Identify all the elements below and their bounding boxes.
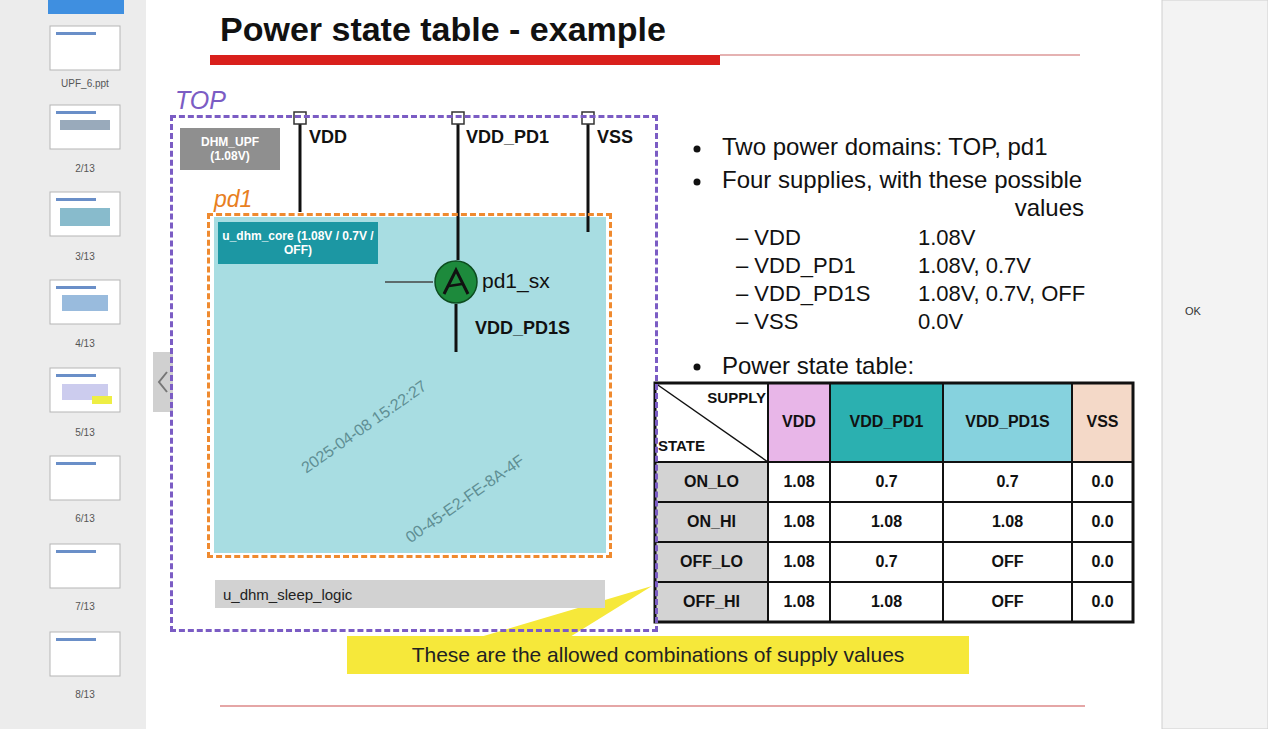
table-cell: OFF (943, 582, 1072, 622)
table-header: VDD_PD1 (830, 383, 943, 462)
table-cell: 1.08 (830, 582, 943, 622)
table-cell: 0.7 (830, 462, 943, 502)
table-cell: OFF_HI (655, 582, 768, 622)
node-heading: pd1 (214, 187, 252, 212)
title-rule (720, 54, 1080, 56)
watermark: 2025-04-08 15:22:27 (298, 377, 430, 477)
instance-box: u_dhm_core (1.08V / 0.7V / OFF) (218, 222, 378, 264)
table-cell: 1.08 (768, 542, 830, 582)
supply-name: VDD_PD1S (475, 318, 570, 339)
pin-name: VDD (309, 127, 347, 148)
table-header: VDD (768, 383, 830, 462)
slide-number: UPF_6.ppt (40, 78, 130, 92)
node-text: u_dhm_sleep_logic (223, 586, 352, 603)
callout-box: These are the allowed combinations of su… (347, 636, 969, 674)
bullet-text: Four supplies, with these possible value… (722, 166, 1084, 221)
chat-panel (1162, 0, 1268, 729)
bullet-text: Power state table: (722, 352, 914, 380)
thumbnail-panel (0, 0, 146, 729)
chat-message: OK (1185, 305, 1201, 318)
table-cell: 1.08 (943, 502, 1072, 542)
table-cell: 1.08 (768, 582, 830, 622)
watermark: 00-45-E2-FE-8A-4F (402, 451, 528, 547)
slide-title: Power state table - example (220, 10, 666, 49)
prev-chevron (159, 372, 167, 392)
switch-symbol (434, 260, 478, 304)
supply-value: 1.08V, 0.7V (918, 253, 1031, 278)
bullet-text: Two power domains: TOP, pd1 (722, 133, 1048, 161)
supply-item: – VDD_PD1 (736, 253, 856, 278)
node-text: These are the allowed combinations of su… (412, 643, 905, 667)
bullets (694, 146, 701, 371)
table-cell: OFF_LO (655, 542, 768, 582)
table-cell: ON_LO (655, 462, 768, 502)
upload-button (48, 0, 124, 14)
table-cell: 1.08 (830, 502, 943, 542)
slide-number: 7/13 (40, 601, 130, 615)
supply-ports (294, 112, 594, 124)
table-cell: 0.0 (1072, 542, 1133, 582)
table-cells (655, 383, 1133, 622)
node-text: DHM_UPF (1.08V) (184, 135, 276, 163)
pin-name: VSS (597, 127, 633, 148)
slide-number: 5/13 (40, 427, 130, 441)
slide-background (146, 0, 1162, 729)
supply-value: 0.0V (918, 309, 963, 334)
slide-number: 4/13 (40, 338, 130, 352)
table-cell: 0.7 (943, 462, 1072, 502)
node-heading: TOP (175, 87, 226, 115)
upf-tag: DHM_UPF (1.08V) (180, 128, 280, 170)
control-wire (385, 281, 433, 283)
table-cell: 1.08 (768, 502, 830, 542)
footer-rule (220, 705, 1085, 707)
node-text: u_dhm_core (1.08V / 0.7V / OFF) (222, 229, 374, 257)
table-header: VDD_PD1S (943, 383, 1072, 462)
table-cell: ON_HI (655, 502, 768, 542)
instance-box: u_dhm_sleep_logic (215, 580, 605, 608)
supply-item: – VDD_PD1S (736, 281, 871, 306)
table-cell: 1.08 (768, 462, 830, 502)
table-grid (655, 383, 1133, 622)
table-cell: 0.7 (830, 542, 943, 582)
table-corner: STATE (658, 437, 718, 457)
supply-item: – VSS (736, 309, 798, 334)
title-underline (210, 55, 720, 65)
supply-item: – VDD (736, 225, 801, 250)
node-heading: pd1_sx (482, 269, 550, 292)
slide-number: 2/13 (40, 163, 130, 177)
power-domain: TOPDHM_UPF (1.08V)pd1u_dhm_core (1.08V /… (170, 115, 658, 632)
table-corner: SUPPLY (698, 389, 766, 409)
thumbnail-content (56, 32, 112, 641)
table-cell: 0.0 (1072, 462, 1133, 502)
table-cell: OFF (943, 542, 1072, 582)
supply-value: 1.08V, 0.7V, OFF (918, 281, 1085, 306)
table-cell: 0.0 (1072, 502, 1133, 542)
slide-number: 8/13 (40, 689, 130, 703)
table-header: VSS (1072, 383, 1133, 462)
table-cell: 0.0 (1072, 582, 1133, 622)
slide-number: 6/13 (40, 513, 130, 527)
core-area (214, 217, 606, 553)
pin-name: VDD_PD1 (466, 127, 549, 148)
slide-number: 3/13 (40, 251, 130, 265)
power-switch: pd1_sx (434, 260, 478, 304)
slide-thumbnails (50, 26, 120, 676)
supply-value: 1.08V (918, 225, 976, 250)
